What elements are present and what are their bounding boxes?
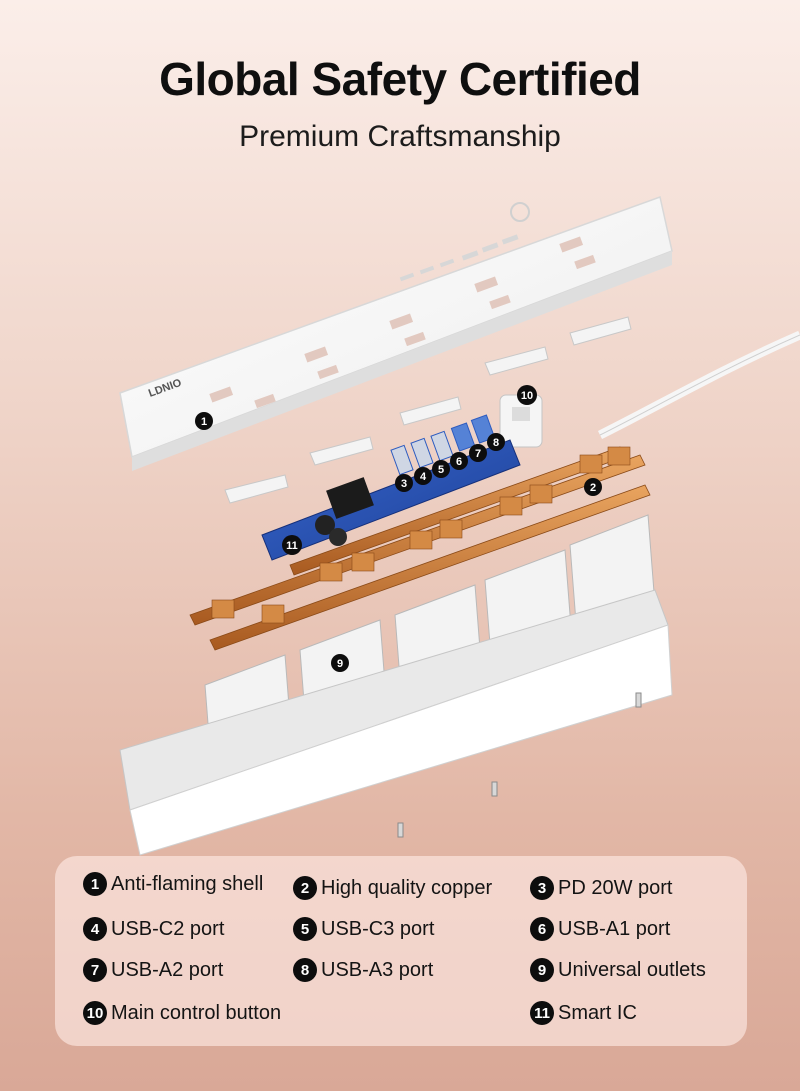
legend-label: USB-C2 port [111,917,225,940]
svg-text:9: 9 [337,658,343,670]
number-badge: 3 [530,876,554,900]
legend-label: USB-A2 port [111,958,224,981]
legend-item-usb-a2-port: 7 USB-A2 port [83,958,223,982]
number-badge: 6 [530,917,554,941]
legend-item-pd-20w-port: 3 PD 20W port [530,876,672,900]
callout-markers: 1 2 3 4 5 6 7 8 9 10 11 [195,385,602,672]
callout-11-marker: 11 [282,535,302,555]
svg-text:7: 7 [475,448,481,460]
legend-label: USB-C3 port [321,917,435,940]
callout-8-marker: 8 [487,433,505,451]
legend-item-usb-c2-port: 4 USB-C2 port [83,917,224,941]
number-badge: 10 [83,1001,107,1025]
svg-text:11: 11 [286,540,298,552]
callout-5-marker: 5 [432,460,450,478]
svg-text:8: 8 [493,437,499,449]
legend-item-anti-flaming-shell: 1 Anti-flaming shell [83,872,263,896]
page-subtitle: Premium Craftsmanship [239,120,561,153]
number-badge: 4 [83,917,107,941]
legend-item-smart-ic: 11 Smart IC [530,1001,637,1025]
number-badge: 8 [293,958,317,982]
callout-7-marker: 7 [469,444,487,462]
callout-6-marker: 6 [450,452,468,470]
legend-item-usb-c3-port: 5 USB-C3 port [293,917,434,941]
legend-label: Universal outlets [558,958,706,981]
number-badge: 11 [530,1001,554,1025]
copper-contacts [211,446,631,624]
legend-label: PD 20W port [558,876,673,899]
contact-clips [224,316,632,504]
callout-2-marker: 2 [584,478,602,496]
main-control-button [499,394,543,448]
legend-item-usb-a1-port: 6 USB-A1 port [530,917,670,941]
bottom-housing [119,589,673,856]
feature-legend: 1 Anti-flaming shell 2 High quality copp… [55,856,747,1046]
legend-item-universal-outlets: 9 Universal outlets [530,958,706,982]
number-badge: 1 [83,872,107,896]
svg-text:5: 5 [438,464,444,476]
callout-3-marker: 3 [395,474,413,492]
legend-item-usb-a3-port: 8 USB-A3 port [293,958,433,982]
power-strip-exploded-illustration: LDNIO [119,196,800,856]
callout-10-marker: 10 [517,385,537,405]
top-shell: LDNIO [119,196,673,471]
callout-1-marker: 1 [195,412,213,430]
legend-label: Main control button [111,1001,282,1024]
number-badge: 5 [293,917,317,941]
legend-label: USB-A3 port [321,958,434,981]
legend-label: Anti-flaming shell [111,872,264,895]
page-title: Global Safety Certified [159,53,641,105]
number-badge: 2 [293,876,317,900]
legend-label: High quality copper [321,876,493,899]
legend-item-high-quality-copper: 2 High quality copper [293,876,492,900]
svg-text:3: 3 [401,478,407,490]
legend-label: USB-A1 port [558,917,671,940]
legend-label: Smart IC [558,1001,637,1024]
svg-text:6: 6 [456,456,462,468]
screws [397,692,642,838]
number-badge: 7 [83,958,107,982]
legend-item-main-control-button: 10 Main control button [83,1001,281,1025]
svg-text:1: 1 [201,416,207,428]
svg-text:4: 4 [420,471,427,483]
svg-text:2: 2 [590,482,596,494]
callout-9-marker: 9 [331,654,349,672]
number-badge: 9 [530,958,554,982]
svg-text:10: 10 [521,390,533,402]
callout-4-marker: 4 [414,467,432,485]
